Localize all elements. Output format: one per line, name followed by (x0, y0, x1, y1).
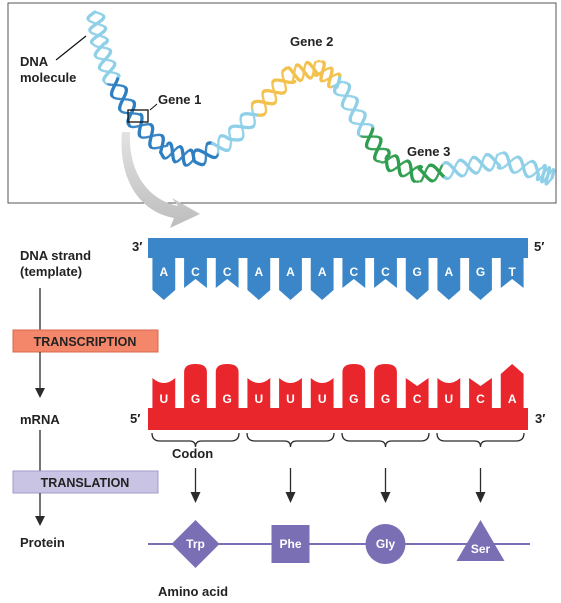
dna-base-letter: A (254, 265, 263, 279)
dna-helix (86, 10, 556, 186)
codon-label: Codon (172, 446, 213, 461)
dna-base-block (342, 258, 366, 288)
mrna-base-block (469, 378, 492, 410)
arrow-to-mrna (35, 388, 45, 398)
dna-base-block (215, 258, 239, 288)
codon-bracket (151, 432, 240, 448)
gene-3-label: Gene 3 (407, 144, 450, 159)
mrna-base-block (374, 364, 397, 410)
amino-acid-name: Gly (376, 537, 396, 551)
dna-molecule-label-line2: molecule (20, 70, 76, 85)
codon-bracket (436, 432, 525, 448)
mrna-base-block (279, 378, 302, 410)
mrna-3prime-end: 3′ (535, 411, 545, 426)
protein-label: Protein (20, 535, 65, 550)
mrna-base-letter: U (159, 392, 168, 406)
dna-base-block (247, 258, 271, 300)
mrna-base-block (184, 364, 207, 410)
mrna-base-block (437, 378, 461, 410)
dna-base-letter: C (381, 265, 390, 279)
mrna-base-letter: G (222, 392, 231, 406)
mrna-base-letter: A (508, 392, 517, 406)
translation-arrow-head (285, 492, 296, 503)
mrna-backbone (148, 408, 528, 430)
mrna-base-letter: U (254, 392, 263, 406)
dna-base-block (152, 258, 176, 300)
mrna-5prime-end: 5′ (130, 411, 140, 426)
dna-base-block (279, 258, 302, 300)
dna-backbone (148, 238, 528, 258)
dna-molecule-leader (55, 35, 87, 61)
dna-base-letter: A (286, 265, 295, 279)
gene1-zoom-box (127, 109, 149, 123)
dna-base-block (500, 258, 524, 288)
arrow-to-protein (35, 516, 45, 526)
dna-base-letter: G (476, 265, 485, 279)
amino-acids: Trp Phe Gly Ser (171, 520, 505, 568)
amino-acid-name: Trp (186, 537, 205, 551)
dna-base-block (374, 258, 397, 288)
dna-base-letter: A (318, 265, 327, 279)
dna-base-block (184, 258, 207, 288)
mrna-base-letter: C (413, 392, 422, 406)
codon-brackets (151, 432, 525, 503)
mrna-base-letter: U (286, 392, 295, 406)
amino-acid-label: Amino acid (158, 584, 228, 599)
translation-arrow-head (190, 492, 201, 503)
mrna-base-letter: G (381, 392, 390, 406)
codon-bracket (341, 432, 430, 448)
gene-1-label: Gene 1 (158, 92, 201, 107)
dna-base-letter: C (191, 265, 200, 279)
dna-base-block (469, 258, 492, 300)
translation-label: TRANSLATION (41, 476, 130, 490)
mrna-base-block (215, 364, 239, 410)
translation-arrow-head (475, 492, 486, 503)
mrna-base-letter: G (191, 392, 200, 406)
amino-acid-triangle (456, 520, 505, 561)
transcription-label: TRANSCRIPTION (34, 335, 137, 349)
dna-base-letter: G (412, 265, 421, 279)
dna-base-letter: T (508, 265, 516, 279)
mrna-base-letter: C (476, 392, 485, 406)
mrna-base-letter: G (349, 392, 358, 406)
amino-acid-square (271, 525, 310, 563)
gene-1-leader (149, 103, 158, 111)
dna-3prime-end: 3′ (132, 239, 142, 254)
amino-acid-name: Ser (471, 542, 491, 556)
mrna-base-letter: U (318, 392, 327, 406)
dna-base-letter: C (349, 265, 358, 279)
dna-base-block (310, 258, 334, 300)
dna-base-letter: A (159, 265, 168, 279)
gene-2-label: Gene 2 (290, 34, 333, 49)
dna-base-letter: A (444, 265, 453, 279)
translation-arrow-head (380, 492, 391, 503)
codon-bracket (246, 432, 335, 448)
transcription-box (12, 329, 159, 353)
mrna-base-block (247, 378, 271, 410)
dna-molecule-label-line1: DNA (20, 54, 49, 69)
amino-acid-name: Phe (279, 537, 301, 551)
amino-acid-diamond (171, 520, 220, 568)
mrna-base-block (342, 364, 366, 410)
dna-5prime-end: 5′ (534, 239, 544, 254)
mrna-base-block (405, 378, 429, 410)
helix-segment (549, 176, 554, 181)
mrna-base-block (500, 364, 524, 410)
zoom-arrow (121, 132, 200, 228)
mrna-base-block (152, 378, 176, 410)
translation-box (12, 470, 159, 494)
mrna-base-block (310, 378, 334, 410)
mrna-base-letter: U (444, 392, 453, 406)
amino-acid-circle (365, 524, 406, 564)
dna-base-letter: C (223, 265, 232, 279)
dna-strand-label-line2: (template) (20, 264, 82, 279)
dna-base-block (405, 258, 429, 300)
dna-strand-label-line1: DNA strand (20, 248, 91, 263)
dna-base-block (437, 258, 461, 300)
mrna-label: mRNA (20, 412, 60, 427)
